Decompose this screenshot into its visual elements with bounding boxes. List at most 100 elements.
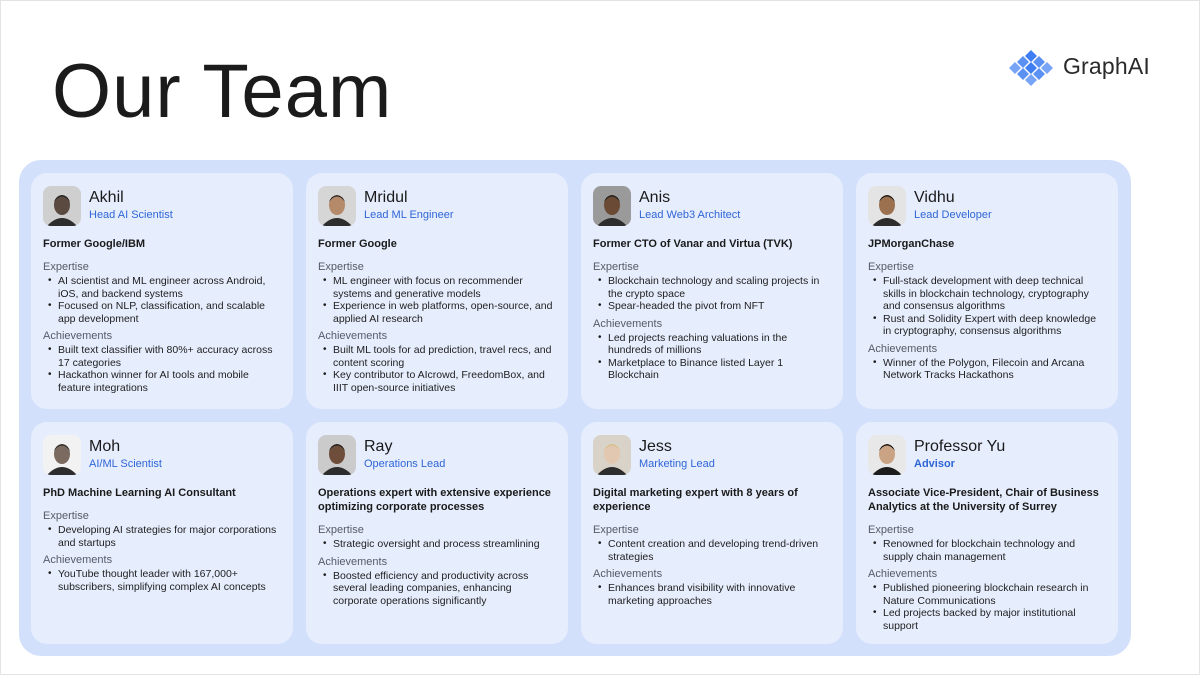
achievements-list: Built ML tools for ad prediction, travel… [318,344,556,394]
expertise-heading: Expertise [868,261,914,273]
expertise-list: Content creation and developing trend-dr… [593,538,831,563]
achievement-item: Built ML tools for ad prediction, travel… [318,344,556,369]
profile-photo-icon [593,435,631,475]
expertise-item: Full-stack development with deep technic… [868,275,1106,313]
achievements-list: Published pioneering blockchain research… [868,582,1106,632]
member-role: Head AI Scientist [89,208,173,221]
achievement-item: Led projects reaching valuations in the … [593,332,831,357]
expertise-item: Renowned for blockchain technology and s… [868,538,1106,563]
achievements-heading: Achievements [593,317,663,330]
member-headline: Former Google [318,238,397,250]
graphai-logo-icon [1008,50,1053,86]
avatar [593,435,631,475]
avatar [868,186,906,226]
expertise-list: Full-stack development with deep technic… [868,275,1106,338]
achievements-heading: Achievements [318,555,388,568]
member-name: Moh [89,438,121,456]
expertise-item: Rust and Solidity Expert with deep knowl… [868,313,1106,338]
achievements-list: YouTube thought leader with 167,000+ sub… [43,568,281,593]
profile-photo-icon [593,186,631,226]
expertise-heading: Expertise [318,261,364,273]
expertise-heading: Expertise [593,524,639,536]
achievement-item: Boosted efficiency and productivity acro… [318,570,556,608]
achievement-item: Marketplace to Binance listed Layer 1 Bl… [593,357,831,382]
achievement-item: Published pioneering blockchain research… [868,582,1106,607]
avatar [318,186,356,226]
expertise-item: ML engineer with focus on recommender sy… [318,275,556,300]
avatar [868,435,906,475]
member-role: Marketing Lead [639,457,715,470]
expertise-item: AI scientist and ML engineer across Andr… [43,275,281,300]
profile-photo-icon [868,186,906,226]
expertise-list: Renowned for blockchain technology and s… [868,538,1106,563]
expertise-list: ML engineer with focus on recommender sy… [318,275,556,325]
member-headline: Former Google/IBM [43,238,146,250]
expertise-item: Experience in web platforms, open-source… [318,300,556,325]
expertise-heading: Expertise [318,524,364,536]
profile-photo-icon [43,435,81,475]
member-headline: Digital marketing expert with 8 years of… [593,487,798,513]
member-name: Vidhu [914,189,955,207]
member-role: Advisor [914,457,955,470]
member-headline: Associate Vice-President, Chair of Busin… [868,487,1099,513]
avatar [318,435,356,475]
avatar [43,435,81,475]
page-title: Our Team [52,49,393,134]
achievements-list: Boosted efficiency and productivity acro… [318,570,556,608]
member-headline: JPMorganChase [868,238,955,250]
member-name: Akhil [89,189,124,207]
profile-photo-icon [43,186,81,226]
achievement-item: Key contributor to AIcrowd, FreedomBox, … [318,369,556,394]
achievements-heading: Achievements [43,330,113,342]
member-role: Lead Web3 Architect [639,208,741,221]
expertise-heading: Expertise [43,510,89,522]
member-headline: PhD Machine Learning AI Consultant [43,487,236,499]
achievements-list: Led projects reaching valuations in the … [593,332,831,382]
member-name: Ray [364,438,393,456]
expertise-heading: Expertise [43,261,89,273]
member-role: Operations Lead [364,457,446,470]
achievement-item: Enhances brand visibility with innovativ… [593,582,831,607]
logo: GraphAI [1007,46,1150,86]
achievements-heading: Achievements [868,342,938,355]
achievements-heading: Achievements [318,330,388,342]
achievement-item: Hackathon winner for AI tools and mobile… [43,369,281,394]
achievement-item: Led projects backed by major institution… [868,607,1106,632]
achievements-list: Enhances brand visibility with innovativ… [593,582,831,607]
expertise-list: AI scientist and ML engineer across Andr… [43,275,281,325]
member-headline: Operations expert with extensive experie… [318,487,551,513]
expertise-heading: Expertise [868,524,914,536]
logo-text: GraphAI [1062,52,1150,79]
achievement-item: YouTube thought leader with 167,000+ sub… [43,568,281,593]
expertise-list: Blockchain technology and scaling projec… [593,275,831,313]
achievements-heading: Achievements [593,568,663,580]
expertise-list: Strategic oversight and process streamli… [318,538,556,551]
member-name: Jess [639,438,672,456]
avatar [593,186,631,226]
expertise-item: Developing AI strategies for major corpo… [43,524,281,549]
member-name: Anis [639,189,671,207]
achievement-item: Built text classifier with 80%+ accuracy… [43,344,281,369]
profile-photo-icon [868,435,906,475]
achievement-item: Winner of the Polygon, Filecoin and Arca… [868,357,1106,382]
